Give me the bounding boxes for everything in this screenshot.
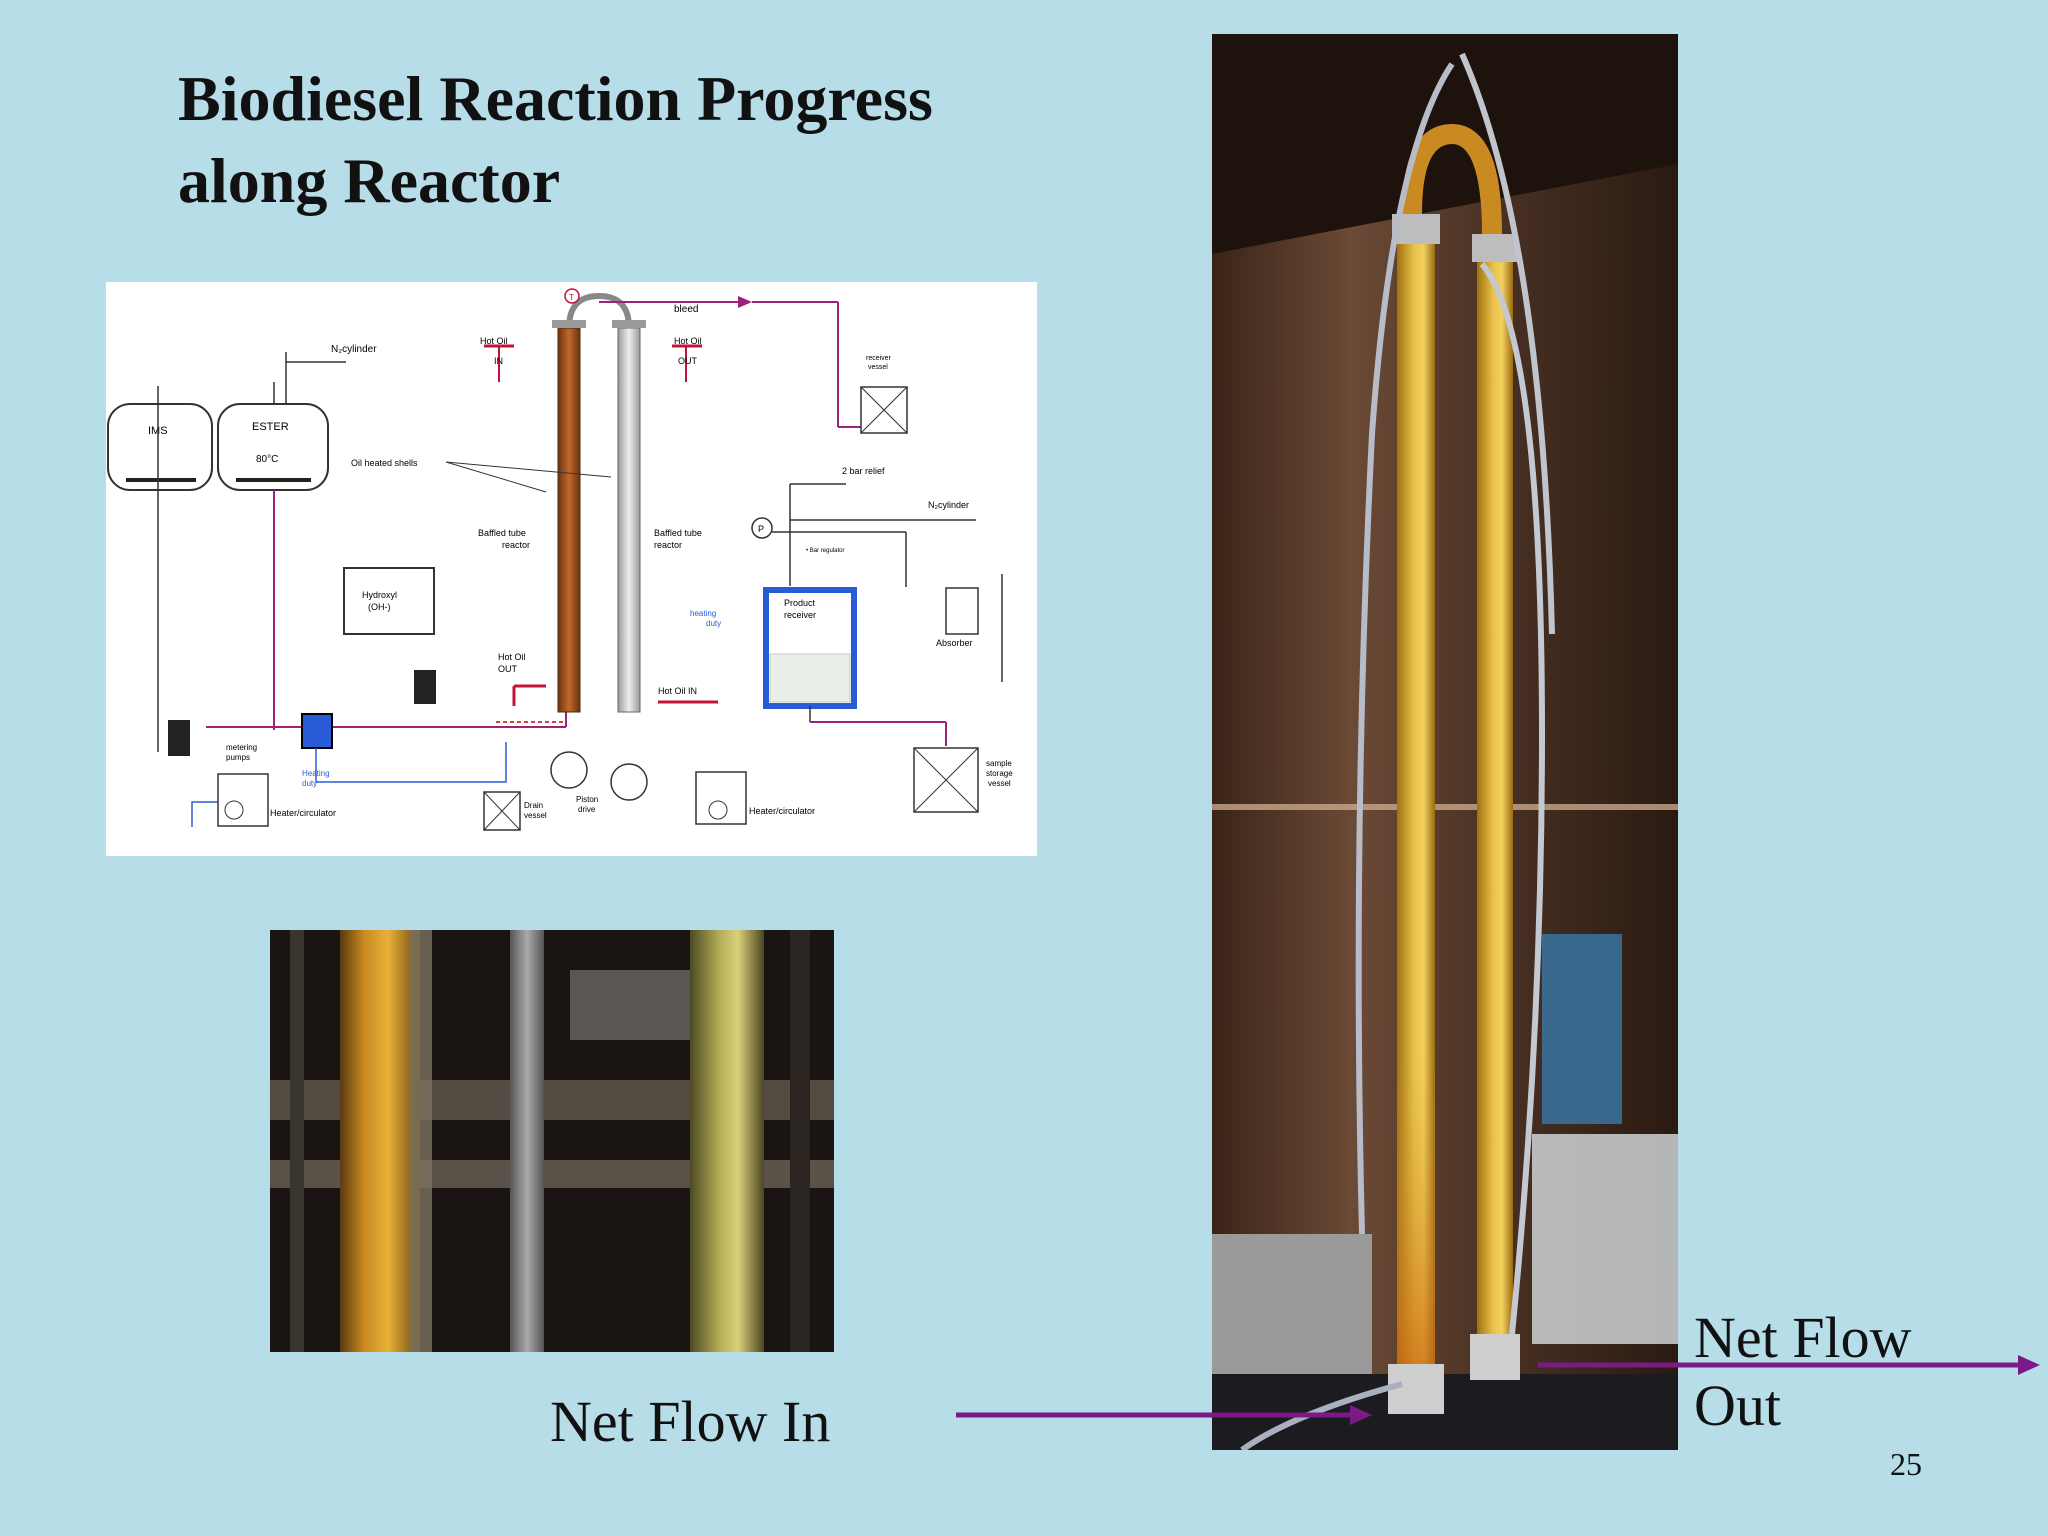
svg-text:IN: IN	[494, 356, 503, 366]
title-line-2: along Reactor	[178, 145, 561, 216]
svg-text:Heater/circulator: Heater/circulator	[749, 806, 815, 816]
ester-label: ESTER	[252, 421, 289, 433]
svg-text:storage: storage	[986, 769, 1013, 778]
svg-text:drive: drive	[578, 805, 596, 814]
baffled-tube-reactor-right	[617, 327, 641, 713]
reactor-rig-image	[1212, 34, 1678, 1450]
net-flow-out-line-1: Net Flow	[1694, 1305, 1912, 1370]
svg-text:heating: heating	[690, 609, 716, 618]
net-flow-out-caption: Net Flow Out	[1694, 1304, 1994, 1441]
svg-text:Hot Oil IN: Hot Oil IN	[658, 686, 697, 696]
process-flow-diagram: IMS ESTER 80°C N₂cylinder bleed T receiv…	[106, 282, 1037, 856]
svg-text:Piston: Piston	[576, 795, 598, 804]
svg-text:Drain: Drain	[524, 801, 543, 810]
svg-text:P: P	[758, 524, 764, 534]
net-flow-out-line-2: Out	[1694, 1373, 1781, 1439]
svg-text:OUT: OUT	[678, 356, 698, 366]
svg-text:sample: sample	[986, 759, 1012, 768]
n2-cylinder-top: N₂cylinder	[331, 344, 377, 355]
process-diagram-svg: IMS ESTER 80°C N₂cylinder bleed T receiv…	[107, 288, 1013, 831]
svg-text:metering: metering	[226, 743, 257, 752]
ester-temp-label: 80°C	[256, 454, 278, 465]
svg-text:Absorber: Absorber	[936, 638, 973, 648]
svg-text:• Bar regulator: • Bar regulator	[806, 548, 844, 554]
net-flow-in-arrow	[956, 1405, 1372, 1425]
svg-text:duty: duty	[302, 779, 317, 788]
piston-drive-right	[610, 763, 648, 801]
svg-text:reactor: reactor	[654, 540, 682, 550]
oil-heated-shells-label: Oil heated shells	[351, 458, 418, 468]
reactor-closeup-photo	[270, 930, 834, 1352]
slide-title: Biodiesel Reaction Progress along Reacto…	[178, 58, 1078, 222]
net-flow-out-arrow	[1538, 1355, 2040, 1375]
ester-tank	[217, 403, 329, 491]
piston-drive-left	[550, 751, 588, 789]
svg-text:OUT: OUT	[498, 664, 518, 674]
hydroxyl-pump	[414, 670, 436, 704]
bleed-label: bleed	[674, 304, 698, 315]
svg-text:receiver: receiver	[784, 610, 816, 620]
page-number: 25	[1890, 1446, 1922, 1482]
svg-text:N₂cylinder: N₂cylinder	[928, 500, 969, 510]
svg-text:Baffled tube: Baffled tube	[654, 528, 702, 538]
svg-text:Product: Product	[784, 598, 816, 608]
net-flow-in-caption: Net Flow In	[550, 1389, 831, 1454]
svg-text:2 bar relief: 2 bar relief	[842, 466, 885, 476]
svg-text:(OH-): (OH-)	[368, 602, 391, 612]
svg-text:reactor: reactor	[502, 540, 530, 550]
svg-text:vessel: vessel	[524, 811, 547, 820]
title-line-1: Biodiesel Reaction Progress	[178, 63, 933, 134]
svg-text:vessel: vessel	[988, 779, 1011, 788]
svg-text:T: T	[569, 293, 574, 302]
svg-text:pumps: pumps	[226, 753, 250, 762]
reactor-closeup-image	[270, 930, 834, 1352]
svg-text:Hydroxyl: Hydroxyl	[362, 590, 397, 600]
metering-pump-2	[301, 713, 333, 749]
svg-text:duty: duty	[706, 619, 721, 628]
baffled-tube-reactor-left	[557, 327, 581, 713]
ims-tank	[107, 403, 213, 491]
svg-text:Heater/circulator: Heater/circulator	[270, 808, 336, 818]
svg-text:Hot Oil: Hot Oil	[498, 652, 526, 662]
hydroxyl-tank	[343, 567, 435, 635]
svg-text:Hot Oil: Hot Oil	[674, 336, 702, 346]
absorber	[945, 587, 979, 635]
heater-circulator-left	[217, 773, 269, 827]
svg-text:receiver: receiver	[866, 355, 892, 362]
svg-text:Hot Oil: Hot Oil	[480, 336, 508, 346]
reactor-rig-photo	[1212, 34, 1678, 1450]
svg-text:vessel: vessel	[868, 364, 888, 371]
metering-pump-1	[168, 720, 190, 756]
svg-text:Baffled tube: Baffled tube	[478, 528, 526, 538]
